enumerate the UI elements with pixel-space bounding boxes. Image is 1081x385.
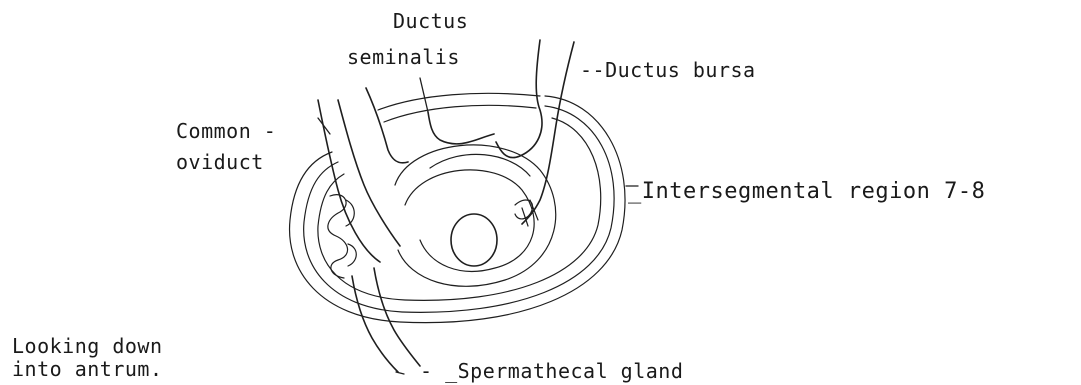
upper-arc-2 (384, 105, 536, 122)
common-oviduct-tube-left (318, 100, 380, 262)
inner-ring-2 (405, 170, 534, 272)
leader-ductus-seminalis (420, 78, 428, 112)
inner-ring-1 (395, 145, 556, 286)
label-spermathecal-gland: - _Spermathecal gland (420, 360, 683, 382)
ductus-bursa-tube-left (496, 40, 542, 158)
leader-spermathecal (396, 372, 404, 374)
antrum-opening (451, 214, 497, 266)
ductus-bursa-tube-right (522, 42, 574, 224)
outer-ring-inner-line (304, 106, 614, 312)
oviduct-coils (328, 195, 348, 278)
label-common-oviduct-line2: oviduct (176, 151, 264, 173)
caption-line1: Looking down (12, 335, 163, 357)
ductus-seminalis-tube-left (366, 88, 408, 163)
upper-arc (378, 93, 540, 110)
caption-line2: into antrum. (12, 358, 163, 380)
ductus-seminalis-tube-right (428, 112, 494, 144)
label-intersegmental-region: _Intersegmental region 7-8 (628, 181, 985, 203)
label-ductus-bursa: --Ductus bursa (580, 59, 756, 81)
common-oviduct-tube-right (338, 100, 400, 246)
label-ductus-seminalis-line1: Ductus (393, 10, 468, 32)
label-common-oviduct-line1: Common - (176, 120, 276, 142)
label-ductus-seminalis-line2: seminalis (347, 46, 460, 68)
